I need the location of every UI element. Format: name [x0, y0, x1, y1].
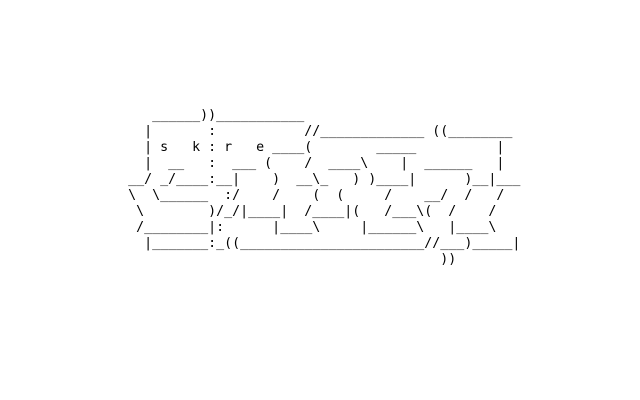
ascii-line: __/ _/____:__| ) __\_ ) )____| )__|___ — [0, 172, 521, 187]
ascii-line: )) — [0, 252, 457, 267]
ascii-line: | : //_____________ ((________ — [0, 124, 513, 139]
ascii-line: /________|: |____\ |______\ |____\ — [0, 220, 497, 235]
ascii-art: ______))___________ | : //_____________ … — [0, 108, 520, 268]
ascii-line: \ \______ :/ / ( ( / __/ / / — [0, 188, 505, 203]
ascii-line: \ )/_/|____| /____|( /___\( / / — [0, 204, 497, 219]
ascii-line: ______))___________ — [0, 108, 305, 123]
ascii-line: |_______:_((_______________________//___… — [0, 236, 521, 251]
ascii-line: | __ : ___ ( / ____\ | ______ | — [0, 156, 505, 171]
ascii-line: | s k : r e ____( _____ | — [0, 140, 505, 155]
